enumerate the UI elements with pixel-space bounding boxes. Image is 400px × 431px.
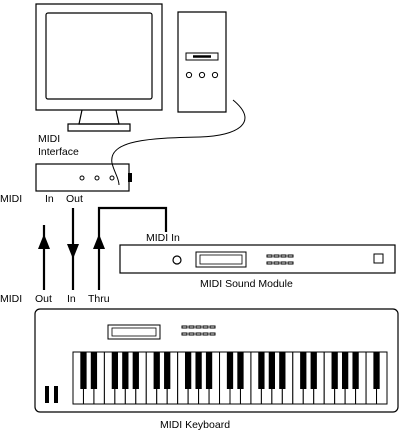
keyboard-label: MIDI Keyboard [160, 419, 230, 431]
midi-cables [38, 206, 168, 290]
arrow-up-icon [93, 234, 105, 249]
pitch-wheel [45, 386, 49, 403]
black-key [226, 352, 234, 389]
computer-tower [177, 11, 227, 113]
keyboard-out-label: Out [35, 293, 52, 305]
midi-label-bottom: MIDI [0, 293, 22, 305]
keyboard-in-label: In [67, 293, 76, 305]
piano-keys [72, 351, 388, 405]
arrow-up-icon [38, 234, 50, 249]
black-key [111, 352, 119, 389]
black-key [279, 352, 286, 389]
black-key [237, 352, 244, 389]
black-key [164, 352, 171, 389]
black-key [205, 352, 213, 389]
black-key [184, 352, 192, 389]
black-key [268, 352, 276, 389]
interface-out-label: Out [66, 193, 83, 205]
interface-in-label: In [45, 193, 54, 205]
computer-cable [111, 99, 246, 186]
black-key [80, 352, 87, 389]
midi-sound-module [119, 244, 396, 274]
black-key [195, 352, 202, 389]
sound-module-label: MIDI Sound Module [200, 278, 293, 290]
black-key [373, 352, 380, 389]
black-key [331, 352, 338, 389]
black-key [122, 352, 129, 389]
midi-label-top: MIDI [0, 193, 22, 205]
keyboard-thru-label: Thru [88, 293, 110, 305]
black-key [341, 352, 349, 389]
mod-wheel [54, 386, 58, 403]
module-midi-in-label: MIDI In [146, 232, 180, 244]
midi-interface-box [35, 163, 132, 192]
black-key [153, 352, 160, 389]
midi-keyboard [34, 308, 399, 413]
interface-label-line1: MIDI [38, 133, 60, 145]
computer-monitor [35, 3, 163, 132]
black-key [352, 352, 359, 389]
black-key [258, 352, 265, 389]
black-key [90, 352, 98, 389]
black-key [310, 352, 317, 389]
black-key [300, 352, 307, 389]
black-key [132, 352, 139, 389]
arrow-down-icon [67, 244, 79, 259]
interface-label-line2: Interface [38, 146, 79, 158]
